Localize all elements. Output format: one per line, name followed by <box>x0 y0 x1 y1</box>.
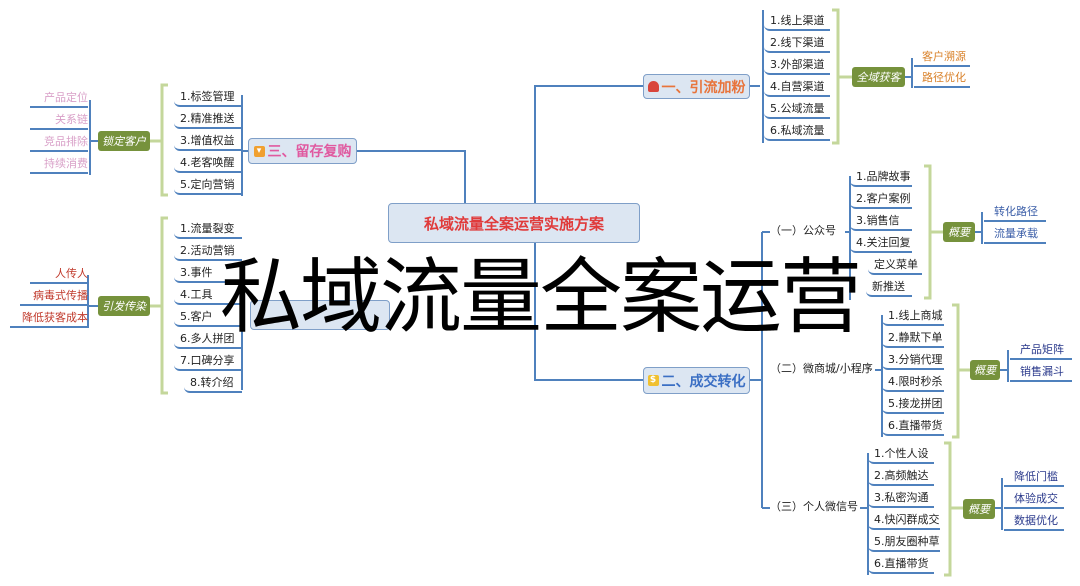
sub-item[interactable]: 路径优化 <box>914 68 970 88</box>
branch-4-box[interactable] <box>250 300 390 330</box>
sub-item[interactable]: 降低获客成本 <box>10 308 88 328</box>
central-topic[interactable]: 私域流量全案运营实施方案 <box>388 203 640 243</box>
sub-item[interactable]: 销售漏斗 <box>1010 362 1072 382</box>
list-item[interactable]: 1.流量裂变 <box>174 219 242 239</box>
group-label[interactable]: （三）个人微信号 <box>770 500 858 513</box>
sub-item[interactable]: 持续消费 <box>30 154 88 174</box>
central-topic-label: 私域流量全案运营实施方案 <box>423 214 604 233</box>
list-item[interactable]: 4.自营渠道 <box>764 77 830 97</box>
list-item[interactable]: 定义菜单 <box>868 255 922 275</box>
summary-tag[interactable]: 概要 <box>963 499 995 519</box>
group-label[interactable]: （一）公众号 <box>770 224 836 237</box>
list-item[interactable]: 4.老客唤醒 <box>174 153 242 173</box>
list-item[interactable]: 8.转介绍 <box>184 373 242 393</box>
branch-2-title: 二、成交转化 <box>661 373 746 390</box>
list-item[interactable]: 4.限时秒杀 <box>882 372 944 392</box>
summary-tag[interactable]: 引发传染 <box>98 296 150 316</box>
list-item[interactable]: 1.个性人设 <box>868 444 934 464</box>
list-item[interactable]: 2.精准推送 <box>174 109 242 129</box>
list-item[interactable]: 5.定向营销 <box>174 175 242 195</box>
summary-tag[interactable]: 全域获客 <box>852 67 905 87</box>
person-icon <box>647 81 659 92</box>
list-item[interactable]: 2.客户案例 <box>850 189 912 209</box>
list-item[interactable]: 3.分销代理 <box>882 350 944 370</box>
sub-item[interactable]: 关系链 <box>30 110 88 130</box>
list-item[interactable]: 6.直播带货 <box>868 554 934 574</box>
branch-1-title: 一、引流加粉 <box>661 79 746 96</box>
list-item[interactable]: 3.私密沟通 <box>868 488 934 508</box>
list-item[interactable]: 3.事件 <box>174 263 242 283</box>
list-item[interactable]: 5.客户 <box>174 307 242 327</box>
list-item[interactable]: 1.品牌故事 <box>850 167 912 187</box>
sub-item[interactable]: 体验成交 <box>1004 489 1064 509</box>
list-item[interactable]: 7.口碑分享 <box>174 351 242 371</box>
summary-tag[interactable]: 概要 <box>970 360 1000 380</box>
list-item[interactable]: 2.静默下单 <box>882 328 944 348</box>
group-label[interactable]: （二）微商城/小程序 <box>770 362 873 375</box>
watermark-title: 私域流量全案运营 <box>219 250 862 345</box>
list-item[interactable]: 6.私域流量 <box>764 121 830 141</box>
list-item[interactable]: 2.高频触达 <box>868 466 934 486</box>
list-item[interactable]: 5.公域流量 <box>764 99 830 119</box>
list-item[interactable]: 6.直播带货 <box>882 416 944 436</box>
summary-tag[interactable]: 锁定客户 <box>98 131 150 151</box>
list-item[interactable]: 1.线上渠道 <box>764 11 830 31</box>
summary-tag[interactable]: 概要 <box>943 222 975 242</box>
sub-item[interactable]: 流量承载 <box>984 224 1046 244</box>
branch-3-box[interactable]: ▾三、留存复购 <box>248 138 357 164</box>
list-item[interactable]: 3.外部渠道 <box>764 55 830 75</box>
cart-icon: ▾ <box>253 145 265 157</box>
branch-3-title: 三、留存复购 <box>267 144 352 160</box>
sub-item[interactable]: 病毒式传播 <box>20 286 88 306</box>
sub-item[interactable]: 转化路径 <box>984 202 1046 222</box>
list-item[interactable]: 5.接龙拼团 <box>882 394 944 414</box>
list-item[interactable]: 2.活动营销 <box>174 241 242 261</box>
branch-1-box[interactable]: 一、引流加粉 <box>643 74 750 99</box>
sub-item[interactable]: 产品定位 <box>30 88 88 108</box>
list-item[interactable]: 6.多人拼团 <box>174 329 242 349</box>
list-item[interactable]: 4.关注回复 <box>850 233 912 253</box>
sub-item[interactable]: 竞品排除 <box>30 132 88 152</box>
list-item[interactable]: 新推送 <box>866 277 912 297</box>
list-item[interactable]: 2.线下渠道 <box>764 33 830 53</box>
sub-item[interactable]: 客户溯源 <box>914 47 970 67</box>
dollar-icon: $ <box>647 375 659 386</box>
list-item[interactable]: 1.线上商城 <box>882 306 944 326</box>
branch-2-box[interactable]: $二、成交转化 <box>643 367 750 394</box>
sub-item[interactable]: 人传人 <box>30 264 88 284</box>
sub-item[interactable]: 产品矩阵 <box>1010 340 1072 360</box>
sub-item[interactable]: 数据优化 <box>1004 511 1064 531</box>
list-item[interactable]: 4.工具 <box>174 285 242 305</box>
list-item[interactable]: 4.快闪群成交 <box>868 510 940 530</box>
list-item[interactable]: 3.销售信 <box>850 211 912 231</box>
sub-item[interactable]: 降低门槛 <box>1004 467 1064 487</box>
list-item[interactable]: 1.标签管理 <box>174 87 242 107</box>
list-item[interactable]: 3.增值权益 <box>174 131 242 151</box>
list-item[interactable]: 5.朋友圈种草 <box>868 532 940 552</box>
